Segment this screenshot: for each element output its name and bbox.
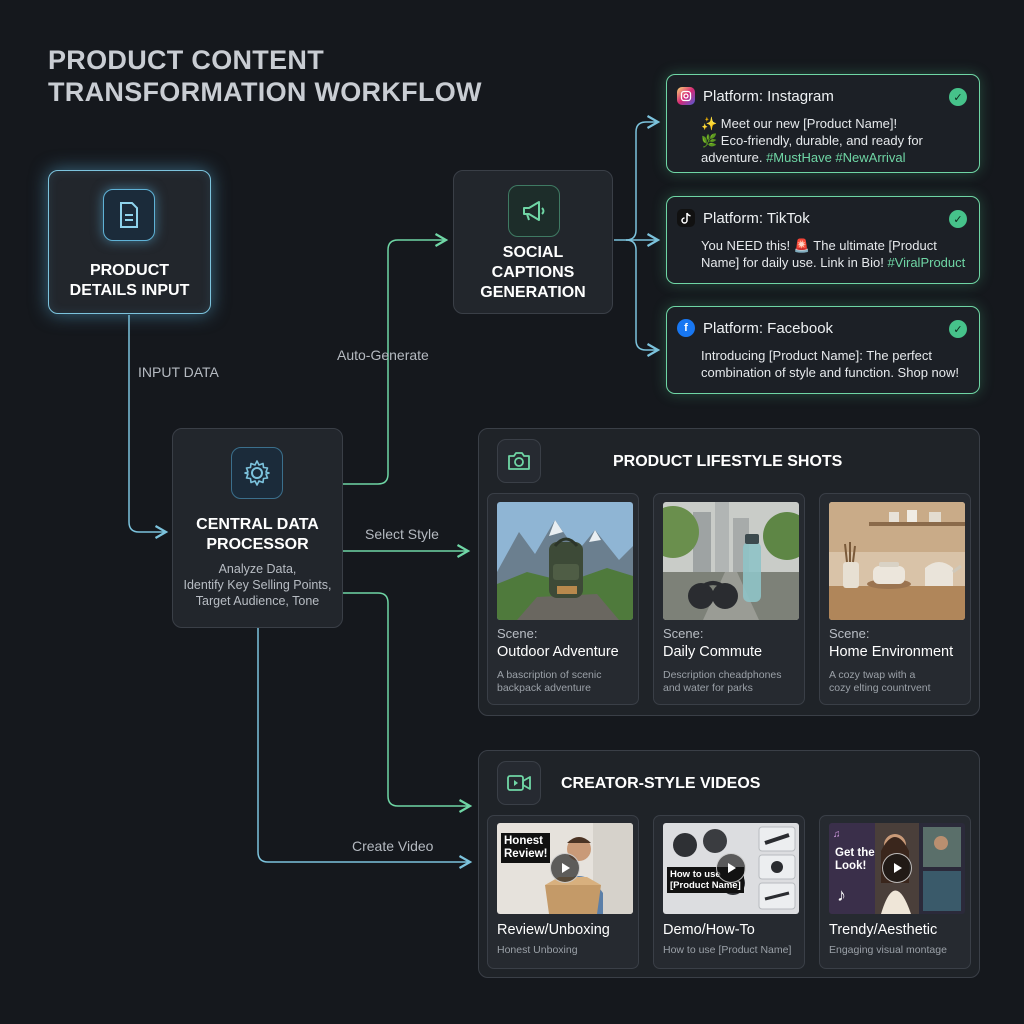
processor-desc-line-1: Analyze Data,: [218, 562, 297, 576]
page-title: PRODUCT CONTENT TRANSFORMATION WORKFLOW: [48, 44, 528, 108]
processor-title-line-2: PROCESSOR: [206, 536, 309, 553]
scene-title: Home Environment: [829, 644, 954, 660]
captions-title-line-2: CAPTIONS: [491, 264, 575, 281]
captions-title-line-3: GENERATION: [480, 284, 586, 301]
video-title: Trendy/Aesthetic: [829, 922, 938, 938]
video-card-review[interactable]: Honest Review! Review/Unboxing Honest Un…: [487, 815, 639, 969]
edge-label-auto-generate: Auto-Generate: [337, 347, 429, 363]
tiktok-platform-label: Platform: TikTok: [703, 209, 810, 227]
scene-card-home[interactable]: Scene: Home Environment A cozy twap with…: [819, 493, 971, 705]
scene-kicker: Scene:: [663, 626, 704, 641]
check-icon: ✓: [949, 210, 967, 228]
document-icon: [103, 189, 155, 241]
video-description: Honest Unboxing: [497, 944, 578, 956]
check-icon: ✓: [949, 320, 967, 338]
facebook-caption-card[interactable]: f Platform: Facebook ✓ Introducing [Prod…: [666, 306, 980, 394]
tiktok-icon: [677, 209, 695, 227]
instagram-icon: [677, 87, 695, 105]
facebook-line-2: combination of style and function. Shop …: [701, 365, 959, 380]
captions-title-line-1: SOCIAL: [502, 244, 564, 261]
tiktok-hashtags: #ViralProduct: [887, 255, 966, 270]
scene-description: Description cheadphones and water for pa…: [663, 669, 782, 695]
creator-style-videos-section: CREATOR-STYLE VIDEOS Honest Review! Revi…: [478, 750, 980, 978]
central-data-processor-node[interactable]: CENTRAL DATA PROCESSOR Analyze Data, Ide…: [172, 428, 343, 628]
edge-label-select-style: Select Style: [365, 526, 439, 542]
overlay-line-2: Review!: [504, 848, 548, 860]
scene-kicker: Scene:: [497, 626, 538, 641]
video-title: Review/Unboxing: [497, 922, 610, 938]
play-icon[interactable]: [882, 853, 912, 883]
music-note-icon: ♪: [837, 885, 846, 905]
facebook-line-1: Introducing [Product Name]: The perfect: [701, 348, 932, 363]
processor-desc-line-3: Target Audience, Tone: [195, 594, 320, 608]
demo-video-thumbnail: How to use [Product Name]: [663, 823, 799, 914]
overlay-line-2: [Product Name]: [670, 880, 741, 891]
instagram-line-2: 🌿 Eco-friendly, durable, and ready for: [701, 133, 923, 148]
gear-icon: [231, 447, 283, 499]
camera-icon: [497, 439, 541, 483]
title-line-1: PRODUCT CONTENT: [48, 45, 324, 75]
video-camera-icon: [497, 761, 541, 805]
overlay-line-1: Get the: [835, 847, 875, 859]
instagram-platform-label: Platform: Instagram: [703, 87, 834, 105]
scene-desc-line-2: and water for parks: [663, 682, 753, 694]
scene-desc-line-1: Description cheadphones: [663, 669, 782, 681]
scene-card-outdoor[interactable]: Scene: Outdoor Adventure A bascription o…: [487, 493, 639, 705]
review-video-thumbnail: Honest Review!: [497, 823, 633, 914]
overlay-line-2: Look!: [835, 860, 867, 872]
facebook-platform-label: Platform: Facebook: [703, 319, 834, 337]
overlay-line-1: How to use: [670, 869, 721, 880]
play-icon[interactable]: [716, 853, 746, 883]
input-title-line-1: PRODUCT: [89, 262, 170, 279]
edge-label-create-video: Create Video: [352, 838, 434, 854]
scene-desc-line-2: backpack adventure: [497, 682, 591, 694]
instagram-line-1: ✨ Meet our new [Product Name]!: [701, 116, 898, 131]
video-card-trendy[interactable]: ♫ Get the Look! ♪ Trendy/Aesthetic Engag…: [819, 815, 971, 969]
scene-desc-line-2: cozy elting countrvent: [829, 682, 931, 694]
instagram-hashtags: #MustHave #NewArrival: [766, 150, 906, 165]
scene-kicker: Scene:: [829, 626, 870, 641]
scene-title: Daily Commute: [663, 644, 763, 660]
processor-desc-line-2: Identify Key Selling Points,: [183, 578, 332, 592]
music-note-icon: ♫: [833, 829, 841, 840]
play-icon[interactable]: [550, 853, 580, 883]
input-title-line-2: DETAILS INPUT: [69, 282, 190, 299]
trendy-video-thumbnail: ♫ Get the Look! ♪: [829, 823, 965, 914]
megaphone-icon: [508, 185, 560, 237]
scene-description: A cozy twap with a cozy elting countrven…: [829, 669, 931, 695]
title-line-2: TRANSFORMATION WORKFLOW: [48, 77, 482, 107]
edge-label-input-data: INPUT DATA: [138, 364, 219, 380]
scene-title: Outdoor Adventure: [497, 644, 619, 660]
product-details-input-node[interactable]: PRODUCT DETAILS INPUT: [48, 170, 211, 314]
instagram-line-3: adventure.: [701, 150, 763, 165]
outdoor-backpack-image: [497, 502, 633, 620]
instagram-caption-card[interactable]: Platform: Instagram ✓ ✨ Meet our new [Pr…: [666, 74, 980, 173]
lifestyle-section-title: PRODUCT LIFESTYLE SHOTS: [613, 453, 843, 470]
videos-section-title: CREATOR-STYLE VIDEOS: [561, 775, 761, 792]
commute-headphones-image: [663, 502, 799, 620]
social-captions-generation-node[interactable]: SOCIAL CAPTIONS GENERATION: [453, 170, 613, 314]
video-card-demo[interactable]: How to use [Product Name] Demo/How-To Ho…: [653, 815, 805, 969]
scene-description: A bascription of scenic backpack adventu…: [497, 669, 601, 695]
video-title: Demo/How-To: [663, 922, 755, 938]
product-lifestyle-shots-section: PRODUCT LIFESTYLE SHOTS Scene: Outdoor A…: [478, 428, 980, 716]
tiktok-caption-card[interactable]: Platform: TikTok ✓ You NEED this! 🚨 The …: [666, 196, 980, 284]
overlay-line-1: Honest: [504, 835, 543, 847]
scene-desc-line-1: A cozy twap with a: [829, 669, 916, 681]
processor-description: Analyze Data, Identify Key Selling Point…: [173, 561, 342, 609]
home-kitchen-image: [829, 502, 965, 620]
scene-card-commute[interactable]: Scene: Daily Commute Description cheadph…: [653, 493, 805, 705]
scene-desc-line-1: A bascription of scenic: [497, 669, 602, 681]
video-description: Engaging visual montage: [829, 944, 947, 956]
review-overlay-text: Honest Review!: [501, 833, 551, 863]
trendy-overlay-text: Get the Look!: [835, 847, 875, 873]
check-icon: ✓: [949, 88, 967, 106]
tiktok-line-1: You NEED this! 🚨 The ultimate [Product: [701, 238, 937, 253]
video-description: How to use [Product Name]: [663, 944, 792, 956]
processor-title-line-1: CENTRAL DATA: [196, 516, 319, 533]
tiktok-line-2: Name] for daily use. Link in Bio!: [701, 255, 884, 270]
facebook-icon: f: [677, 319, 695, 337]
